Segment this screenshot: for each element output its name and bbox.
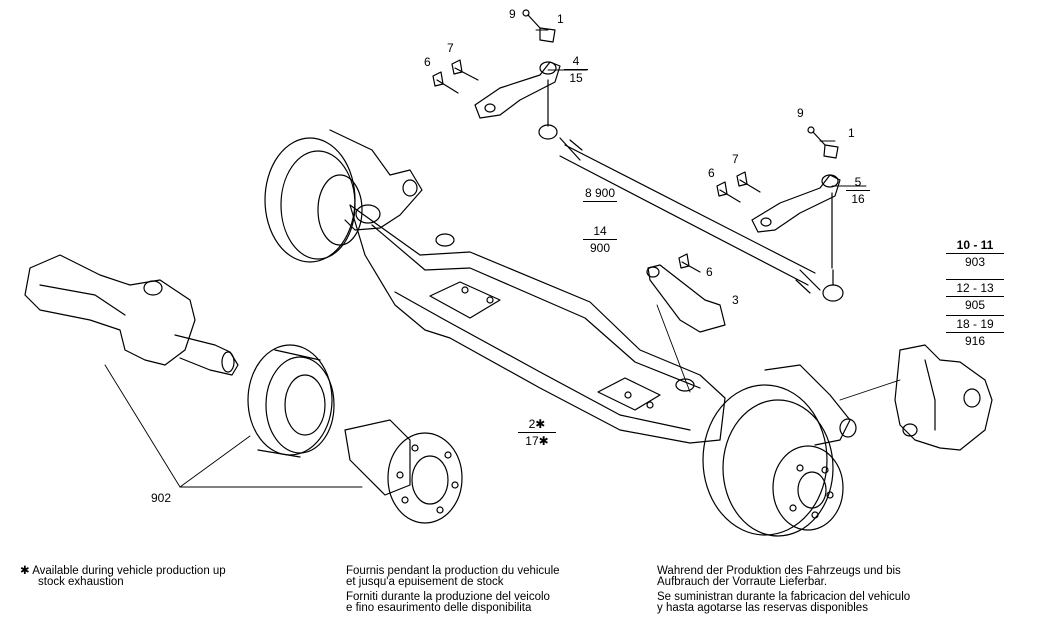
- fraction-denominator: 900: [589, 241, 611, 255]
- callout-2-17: 2✱ 17✱: [518, 417, 556, 448]
- fraction-numerator: 10 - 11: [956, 238, 994, 252]
- callout-7-top: 7: [447, 41, 454, 55]
- footer-en-line2: stock exhaustion: [38, 576, 124, 588]
- bolts: [432, 9, 839, 273]
- callout-5-16: 5 16: [846, 175, 870, 206]
- fraction-bar: [946, 332, 1004, 333]
- fraction-numerator: 18 - 19: [956, 317, 994, 331]
- left-disc-exploded: [247, 344, 335, 458]
- fraction-denominator: 905: [964, 298, 986, 312]
- callout-14-900: 14 900: [583, 224, 617, 255]
- axle-beam: [349, 204, 726, 444]
- footer-it-line2: e fino esaurimento delle disponibilita: [346, 602, 532, 614]
- fraction-numerator: 8: [584, 186, 592, 200]
- pitman-arm: [646, 264, 726, 333]
- steering-arm-top: [474, 61, 561, 119]
- fraction-denominator: 903: [964, 255, 986, 269]
- footer-en-line1: ✱ Available during vehicle production up: [20, 565, 226, 577]
- leader-lines: [104, 29, 901, 488]
- callout-6-mid: 6: [706, 265, 713, 279]
- callout-18-19-916: 18 - 19 916: [946, 314, 1004, 348]
- footer-note-german-spanish: Wahrend der Produktion des Fahrzeugs und…: [657, 565, 911, 614]
- tie-rod: [538, 111, 844, 302]
- left-hub-exploded: [344, 419, 463, 524]
- callout-6-right: 6: [708, 166, 715, 180]
- fraction-numerator: 2✱: [528, 417, 546, 431]
- fraction-numerator: 12 - 13: [956, 281, 994, 295]
- footer-note-english: ✱ Available during vehicle production up…: [20, 565, 226, 588]
- footer-de-line1: Wahrend der Produktion des Fahrzeugs und…: [657, 565, 901, 577]
- fraction-denominator: 16: [851, 192, 865, 206]
- steering-arm-right: [751, 174, 841, 269]
- callout-9-top: 9: [509, 7, 516, 21]
- footer-it-line1: Forniti durante la produzione del veicol…: [346, 591, 550, 603]
- fraction-bar: [946, 296, 1004, 297]
- fraction-denominator: 17✱: [525, 434, 549, 448]
- axle-exploded-drawing: [24, 9, 993, 537]
- callout-8-900: 8 900: [583, 186, 617, 203]
- callout-1-right: 1: [848, 126, 855, 140]
- callout-1-top: 1: [557, 12, 564, 26]
- fraction-denominator: 900: [595, 186, 616, 200]
- footer-es-line1: Se suministran durante la fabricacion de…: [657, 591, 911, 603]
- footer-note-french-italian: Fournis pendant la production du vehicul…: [346, 565, 560, 614]
- callout-12-13-905: 12 - 13 905: [946, 278, 1004, 312]
- callout-10-11-903: 10 - 11 903: [946, 238, 1004, 269]
- fraction-bar: [583, 239, 617, 240]
- callout-902: 902: [151, 491, 172, 505]
- fraction-bar: [846, 190, 870, 191]
- fraction-bar-top: [946, 279, 1004, 280]
- fraction-bar: [518, 432, 556, 433]
- fraction-denominator: 916: [964, 334, 986, 348]
- callout-6-top: 6: [424, 55, 431, 69]
- callout-9-right: 9: [797, 106, 804, 120]
- left-brake-disc: [264, 129, 423, 263]
- fraction-bar: [946, 253, 1004, 254]
- fraction-numerator: 14: [593, 224, 607, 238]
- callout-7-right: 7: [732, 152, 739, 166]
- left-knuckle: [24, 254, 239, 376]
- fraction-denominator: 15: [569, 71, 583, 85]
- footer-es-line2: y hasta agotarse las reservas disponible…: [657, 602, 868, 614]
- fraction-bar: [564, 69, 588, 70]
- fraction-bar-top: [946, 315, 1004, 316]
- right-brake-disc: [702, 364, 857, 537]
- fraction-numerator: 4: [572, 54, 580, 68]
- footer-fr-line2: et jusqu'a epuisement de stock: [346, 576, 504, 588]
- callout-3: 3: [732, 293, 739, 307]
- footer-de-line2: Aufbrauch der Vorraute Lieferbar.: [657, 576, 828, 588]
- footer-fr-line1: Fournis pendant la production du vehicul…: [346, 565, 560, 577]
- fraction-numerator: 5: [854, 175, 862, 189]
- right-knuckle: [894, 344, 993, 451]
- fraction-bar: [583, 201, 617, 202]
- callout-4-15: 4 15: [564, 54, 588, 85]
